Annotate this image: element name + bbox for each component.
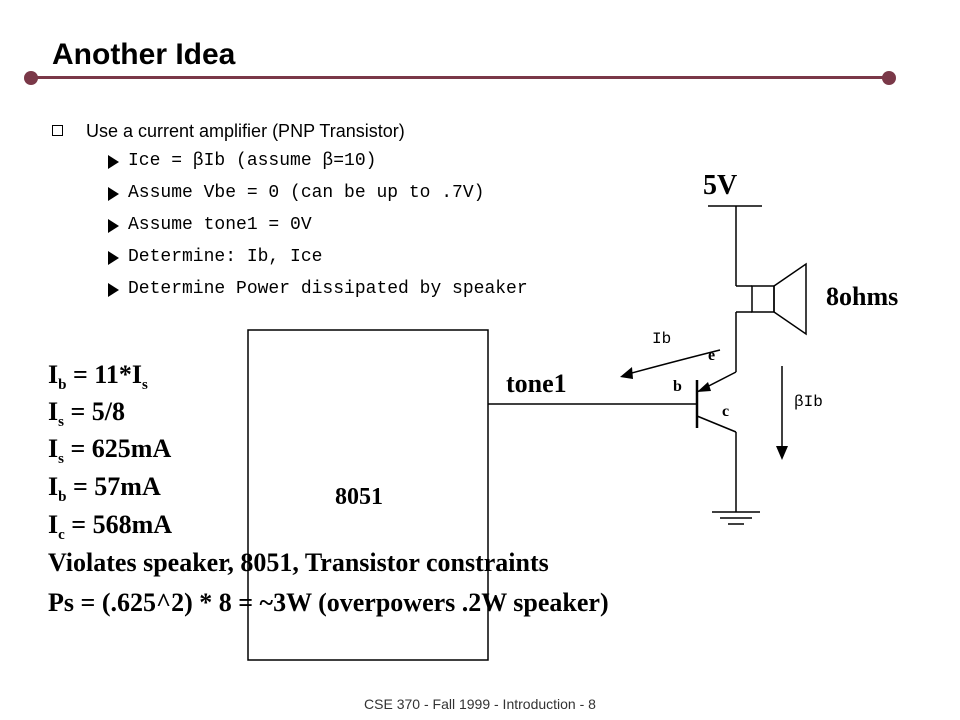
speaker-cone xyxy=(773,262,807,336)
arrow-bullet-icon xyxy=(108,155,119,169)
calc-line-power: Ps = (.625^2) * 8 = ~3W (overpowers .2W … xyxy=(48,588,609,617)
subbullet-4: Determine: Ib, Ice xyxy=(128,247,323,267)
subbullet-5: Determine Power dissipated by speaker xyxy=(128,279,528,299)
subbullet-2: Assume Vbe = 0 (can be up to .7V) xyxy=(128,183,485,203)
rule-left-dot xyxy=(24,71,38,85)
speaker-label: 8ohms xyxy=(826,282,899,311)
chip-8051-box xyxy=(247,329,489,661)
ib-arrowhead-icon xyxy=(620,367,633,379)
calc-line-ib-value: Ib = 57mA xyxy=(48,472,161,506)
arrow-bullet-icon xyxy=(108,187,119,201)
calc-line-ic-value: Ic = 568mA xyxy=(48,510,173,544)
emitter-arrow-icon xyxy=(697,382,711,392)
beta-ib-arrowhead-icon xyxy=(776,446,788,460)
bullet-text: Use a current amplifier (PNP Transistor) xyxy=(86,121,405,141)
base-label: b xyxy=(673,378,682,395)
chip-label: 8051 xyxy=(335,484,383,510)
calc-line-ib: Ib = 11*Is xyxy=(48,360,148,394)
calc-line-violation: Violates speaker, 8051, Transistor const… xyxy=(48,548,549,577)
title-rule xyxy=(30,76,890,79)
speaker-box xyxy=(751,285,775,313)
slide-title: Another Idea xyxy=(52,38,236,71)
beta-ib-label: βIb xyxy=(794,393,823,411)
arrow-bullet-icon xyxy=(108,283,119,297)
subbullet-1: Ice = βIb (assume β=10) xyxy=(128,151,377,171)
subbullet-3: Assume tone1 = 0V xyxy=(128,215,312,235)
transistor-collector-lead xyxy=(696,415,737,433)
arrow-bullet-icon xyxy=(108,219,119,233)
tone1-label: tone1 xyxy=(506,369,567,398)
arrow-bullet-icon xyxy=(108,251,119,265)
ib-label: Ib xyxy=(652,330,672,348)
slide-footer: CSE 370 - Fall 1999 - Introduction - 8 xyxy=(364,696,596,712)
rule-right-dot xyxy=(882,71,896,85)
calc-line-is: Is = 5/8 xyxy=(48,397,126,431)
collector-label: c xyxy=(722,403,730,420)
ib-arrow xyxy=(627,349,721,375)
supply-label: 5V xyxy=(703,170,738,201)
square-bullet-icon xyxy=(52,125,63,136)
calc-line-is-value: Is = 625mA xyxy=(48,434,172,468)
emitter-label: e xyxy=(708,347,716,364)
